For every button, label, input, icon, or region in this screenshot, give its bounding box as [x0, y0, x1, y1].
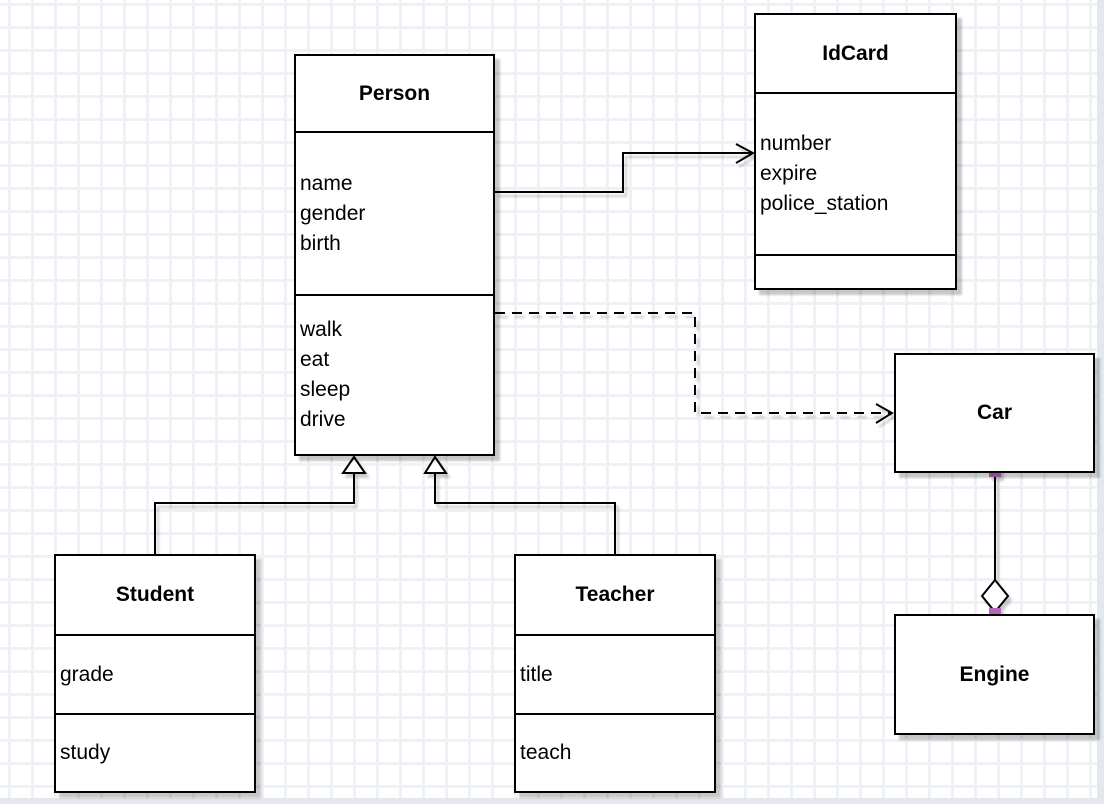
- method: eat: [300, 348, 330, 371]
- class-person-methods: walk eat sleep drive: [296, 294, 493, 454]
- method: walk: [300, 318, 343, 341]
- class-student[interactable]: Student grade study: [54, 554, 256, 793]
- class-teacher[interactable]: Teacher title teach: [514, 554, 716, 793]
- class-engine-title: Engine: [959, 662, 1030, 686]
- dependency-person-car[interactable]: [495, 312, 891, 414]
- attribute: name: [300, 171, 353, 195]
- canvas-edge-bottom: [0, 798, 1104, 804]
- class-person-title: Person: [358, 81, 431, 105]
- generalization-teacher-person[interactable]: [434, 473, 616, 554]
- method: teach: [520, 741, 572, 764]
- class-teacher-methods: teach: [516, 713, 714, 791]
- attribute: number: [760, 132, 832, 155]
- attribute: police_station: [760, 192, 889, 215]
- attribute: expire: [760, 162, 818, 185]
- class-teacher-title: Teacher: [575, 583, 655, 606]
- class-idcard-title: IdCard: [822, 41, 889, 65]
- canvas-edge-right: [1097, 0, 1104, 804]
- open-arrowhead-icon: [735, 143, 756, 164]
- class-student-attributes: grade: [56, 634, 254, 713]
- class-student-title: Student: [115, 583, 195, 606]
- method: sleep: [300, 378, 351, 401]
- class-idcard-attributes: number expire police_station: [756, 92, 955, 254]
- class-idcard-methods: [756, 254, 955, 288]
- class-engine[interactable]: Engine: [894, 614, 1095, 735]
- class-person[interactable]: Person name gender birth walk eat sleep …: [294, 54, 495, 456]
- class-person-attributes: name gender birth: [296, 131, 493, 294]
- class-car[interactable]: Car: [894, 353, 1095, 473]
- class-teacher-attributes: title: [516, 634, 714, 713]
- class-student-methods: study: [56, 713, 254, 791]
- method: drive: [300, 408, 346, 431]
- inheritance-triangle-icon: [423, 455, 448, 474]
- generalization-student-person[interactable]: [154, 473, 355, 554]
- attribute: title: [520, 662, 553, 686]
- class-car-title: Car: [976, 401, 1013, 424]
- open-arrowhead-icon: [875, 403, 894, 424]
- attribute: grade: [60, 662, 114, 686]
- aggregation-diamond-icon: [980, 578, 1010, 614]
- inheritance-triangle-icon: [341, 455, 367, 474]
- class-idcard[interactable]: IdCard number expire police_station: [754, 13, 957, 290]
- method: study: [60, 741, 111, 764]
- attribute: birth: [300, 231, 341, 255]
- association-person-idcard[interactable]: [495, 152, 752, 193]
- attribute: gender: [300, 201, 366, 225]
